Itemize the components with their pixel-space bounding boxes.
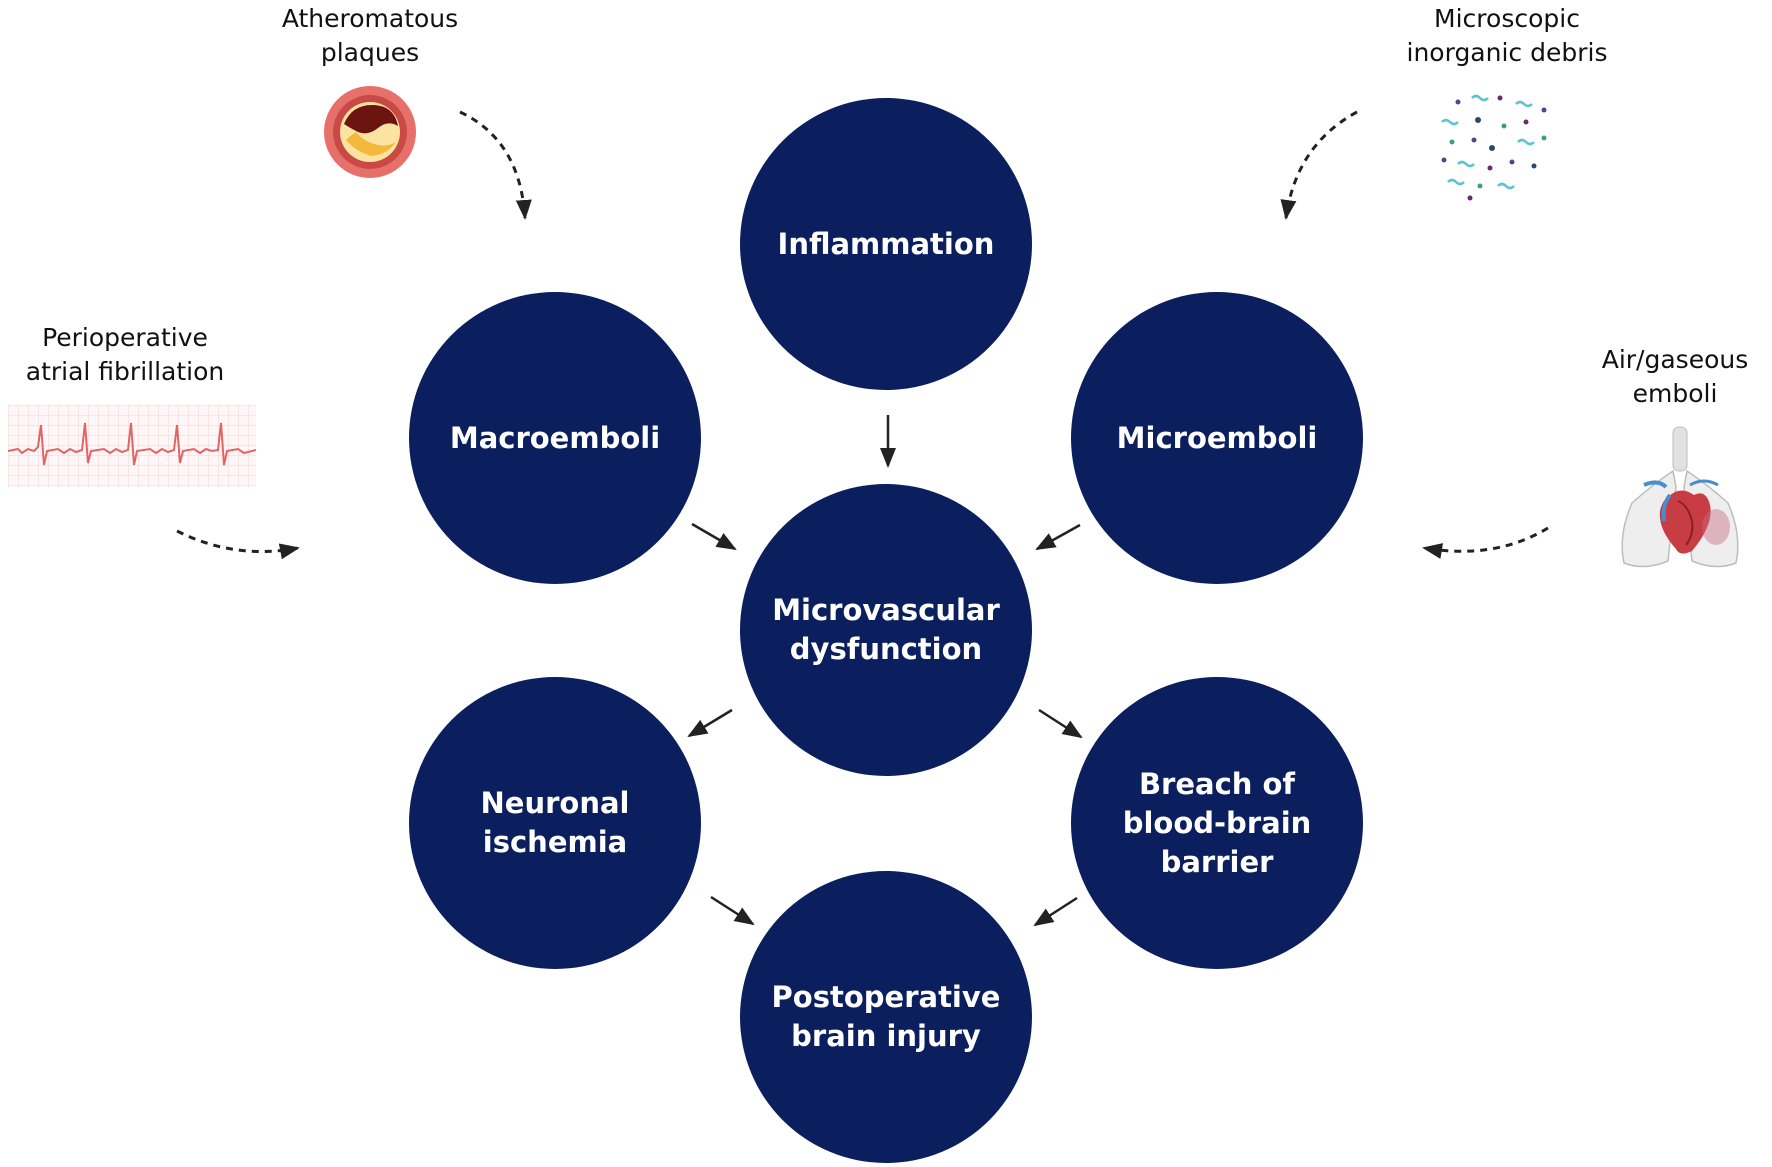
lungs-heart-icon xyxy=(1621,426,1739,568)
node-microemboli-label: Microemboli xyxy=(1116,420,1318,455)
arrow-neuronal-to-brain-injury xyxy=(710,895,755,926)
arrow-microemboli-to-microvascular xyxy=(1035,523,1081,551)
dashed-arrow-afib xyxy=(176,529,300,560)
node-blood-brain-barrier: Breach of blood-brain barrier xyxy=(1071,677,1363,969)
artery-plaque-icon xyxy=(324,86,416,178)
node-postoperative-brain-injury: Postoperative brain injury xyxy=(740,871,1032,1163)
dashed-arrow-atheromatous xyxy=(459,110,532,220)
source-air-label: Air/gaseous emboli xyxy=(1601,345,1749,408)
source-debris-label: Microscopic inorganic debris xyxy=(1406,4,1608,67)
node-neuronal-label: Neuronal ischemia xyxy=(480,786,630,859)
arrow-microvascular-to-bbb xyxy=(1038,708,1083,739)
ecg-trace-icon xyxy=(8,405,256,487)
source-afib-label: Perioperative atrial fibrillation xyxy=(25,323,225,386)
arrow-bbb-to-brain-injury xyxy=(1033,896,1078,927)
node-neuronal-ischemia: Neuronal ischemia xyxy=(409,677,701,969)
node-microemboli: Microemboli xyxy=(1071,292,1363,584)
node-macroemboli-label: Macroemboli xyxy=(449,420,661,455)
dashed-arrow-air xyxy=(1422,526,1549,559)
dashed-arrow-debris xyxy=(1280,110,1358,220)
arrow-microvascular-to-neuronal xyxy=(687,708,733,738)
node-microvascular-dysfunction: Microvascular dysfunction xyxy=(740,484,1032,776)
node-brain-injury-label: Postoperative brain injury xyxy=(771,980,1001,1053)
node-bbb-label: Breach of blood-brain barrier xyxy=(1122,766,1312,879)
node-inflammation-label: Inflammation xyxy=(777,226,995,261)
arrow-macroemboli-to-microvascular xyxy=(691,522,737,551)
source-atheromatous-label: Atheromatous plaques xyxy=(281,4,459,67)
node-inflammation: Inflammation xyxy=(740,98,1032,390)
debris-particles-icon xyxy=(1441,94,1547,201)
node-macroemboli: Macroemboli xyxy=(409,292,701,584)
node-microvascular-label: Microvascular dysfunction xyxy=(772,593,1000,666)
